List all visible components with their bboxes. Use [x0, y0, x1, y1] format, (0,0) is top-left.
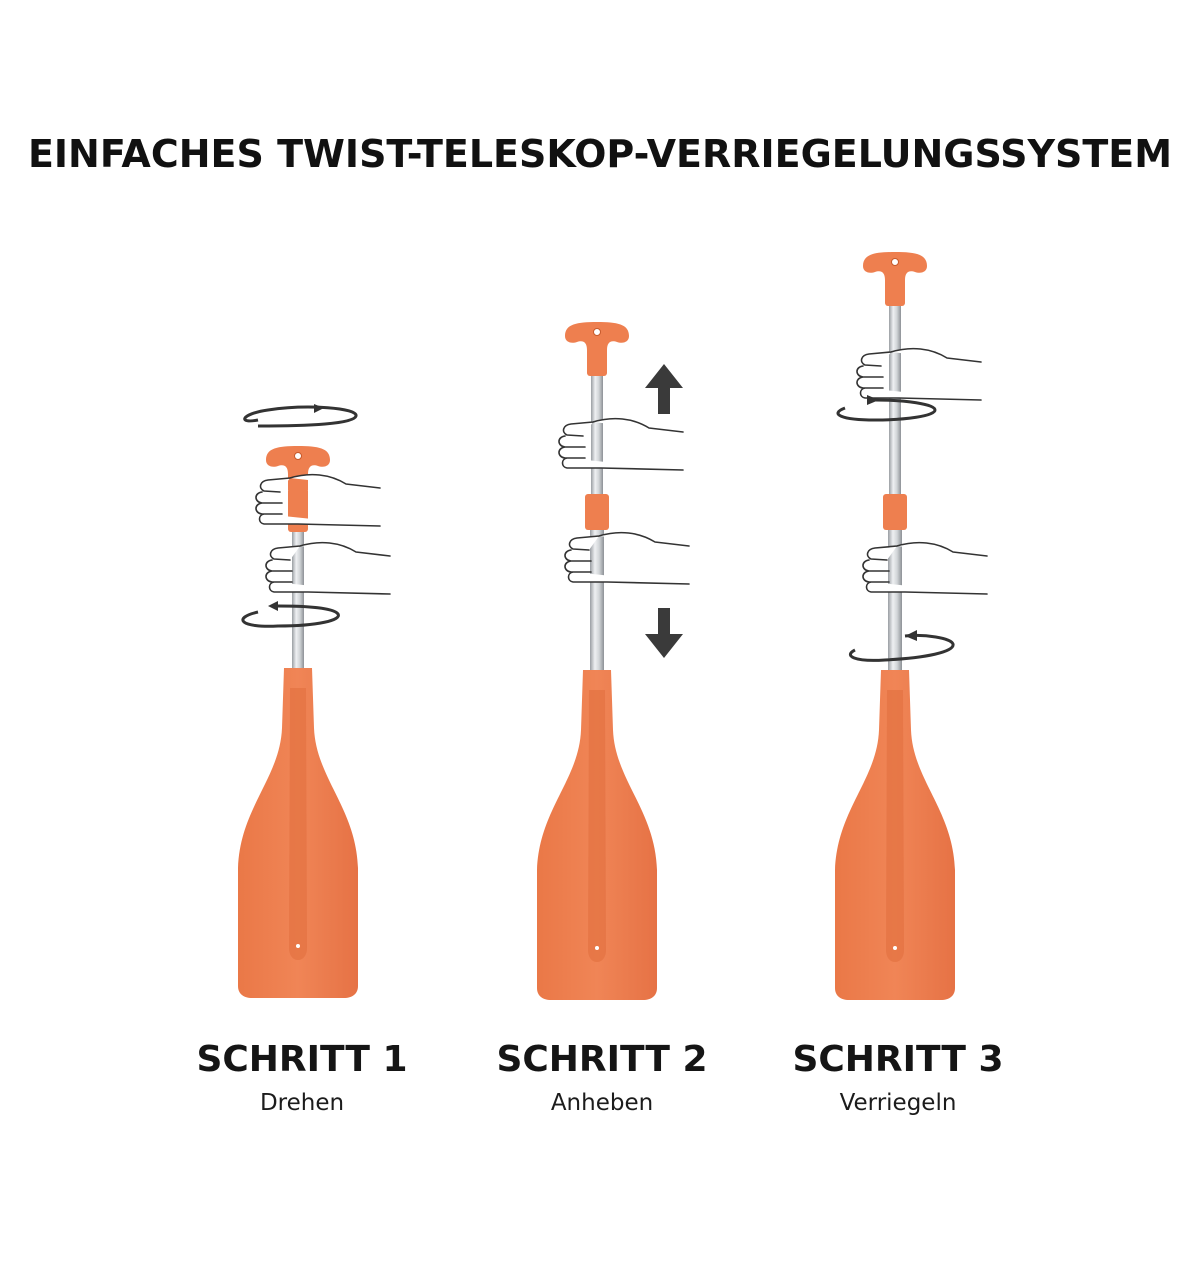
- down-arrow-icon: [645, 608, 683, 658]
- paddle-step-3: [835, 251, 988, 1000]
- paddle-step-1: [238, 404, 391, 998]
- step-1-title: SCHRITT 1: [196, 1039, 408, 1080]
- rotate-arrow-icon: [243, 405, 358, 428]
- rotate-arrow-icon: [836, 398, 937, 422]
- diagram-title: EINFACHES TWIST-TELESKOP-VERRIEGELUNGSSY…: [27, 132, 1173, 176]
- rotate-arrow-icon: [848, 634, 955, 662]
- up-arrow-icon: [645, 364, 683, 414]
- paddle-step-2: [537, 321, 690, 1000]
- step-2-title: SCHRITT 2: [496, 1039, 708, 1080]
- step-3-subtitle: Verriegeln: [839, 1090, 957, 1116]
- step-1-caption: SCHRITT 1 Drehen: [152, 1040, 452, 1118]
- step-1-subtitle: Drehen: [259, 1090, 345, 1116]
- step-3-title: SCHRITT 3: [792, 1039, 1004, 1080]
- rotate-arrow-icon: [241, 604, 340, 628]
- step-2-subtitle: Anheben: [550, 1090, 654, 1116]
- step-3-caption: SCHRITT 3 Verriegeln: [748, 1040, 1048, 1118]
- step-2-caption: SCHRITT 2 Anheben: [452, 1040, 752, 1118]
